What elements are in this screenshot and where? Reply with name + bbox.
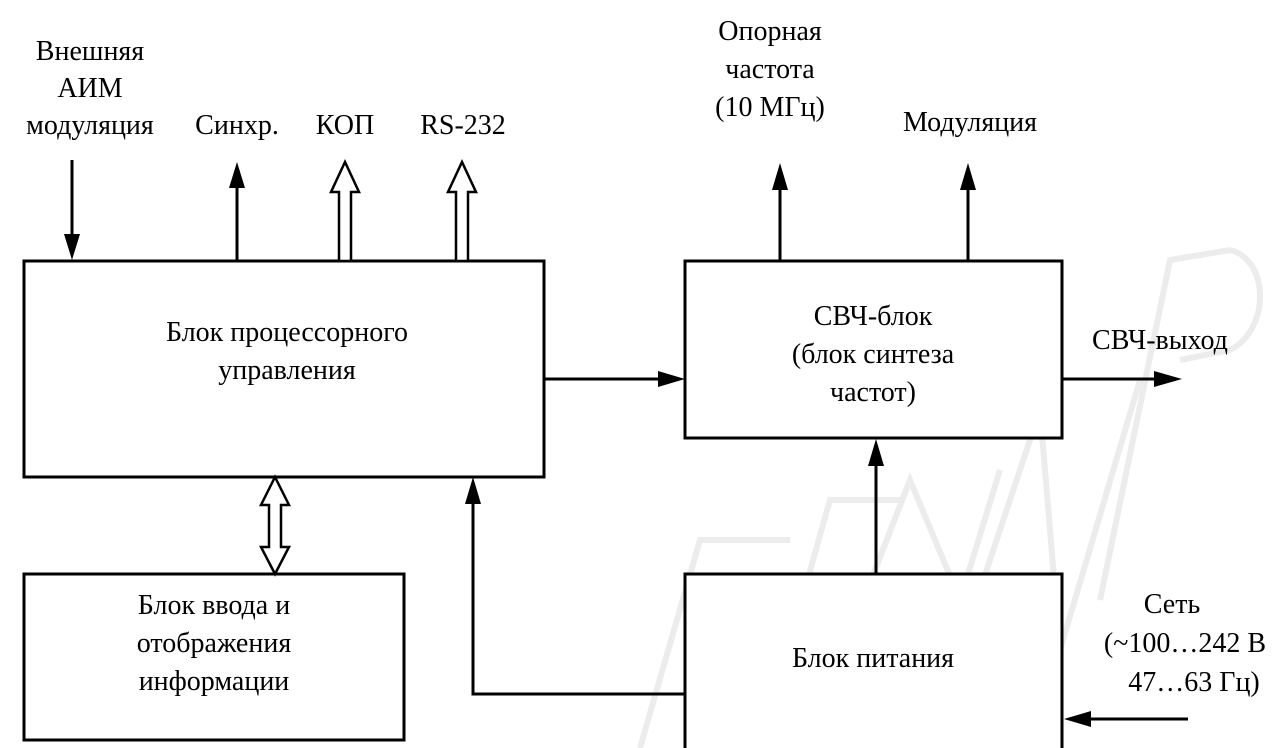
- microwave-block-label-line1: СВЧ-блок: [814, 301, 933, 332]
- ref-freq-label-line3: (10 МГц): [715, 92, 825, 123]
- microwave-block-label-line3: частот): [830, 377, 916, 408]
- microwave-output-label: СВЧ-выход: [1092, 325, 1228, 356]
- ext-am-modulation-label-line1: Внешняя: [36, 36, 145, 67]
- sync-output-arrow: [229, 162, 245, 261]
- ref-freq-label: Опорная частота (10 МГц): [715, 16, 825, 123]
- mains-label-line2: (~100…242 В: [1104, 628, 1266, 659]
- power-to-microwave-arrow: [868, 439, 884, 574]
- microwave-block-label: СВЧ-блок (блок синтеза частот): [792, 301, 955, 408]
- cpu-block: [22, 259, 546, 479]
- io-block-label-line3: информации: [139, 666, 290, 697]
- rs232-label: RS-232: [420, 110, 506, 141]
- ext-am-modulation-label-line2: АИМ: [57, 73, 122, 104]
- cpu-to-microwave-arrow: [544, 371, 685, 387]
- mains-label-line1: Сеть: [1144, 589, 1200, 620]
- kop-label: КОП: [316, 110, 374, 141]
- cpu-block-label: Блок процессорного управления: [166, 317, 408, 386]
- cpu-io-bus-arrow: [258, 474, 292, 577]
- mains-input-arrow: [1064, 711, 1188, 727]
- microwave-block: [683, 259, 1064, 440]
- mains-label: Сеть (~100…242 В 47…63 Гц): [1104, 589, 1266, 698]
- power-block-label-line1: Блок питания: [792, 643, 954, 674]
- ref-freq-label-line2: частота: [725, 54, 815, 85]
- ref-freq-output-arrow: [772, 163, 788, 261]
- power-block: [683, 572, 1064, 748]
- sync-label: Синхр.: [195, 110, 279, 141]
- cpu-block-label-line1: Блок процессорного: [166, 317, 408, 348]
- power-block-label: Блок питания: [792, 643, 954, 674]
- cpu-block-label-line2: управления: [218, 355, 356, 386]
- rs232-bus-arrow: [446, 159, 478, 263]
- mains-label-line3: 47…63 Гц): [1128, 667, 1260, 698]
- microwave-output-arrow: [1062, 371, 1182, 387]
- io-block: [22, 572, 406, 742]
- power-to-cpu-arrow: [465, 477, 685, 696]
- io-block-label-line2: отображения: [137, 628, 292, 659]
- io-block-label: Блок ввода и отображения информации: [137, 590, 292, 697]
- kop-bus-arrow: [329, 159, 361, 263]
- modulation-output-arrow: [960, 163, 976, 261]
- io-block-label-line1: Блок ввода и: [138, 590, 290, 621]
- microwave-block-label-line2: (блок синтеза: [792, 339, 955, 370]
- ext-am-modulation-label: Внешняя АИМ модуляция: [26, 36, 154, 141]
- ext-am-modulation-label-line3: модуляция: [26, 110, 154, 141]
- ref-freq-label-line1: Опорная: [718, 16, 822, 47]
- modulation-label: Модуляция: [903, 107, 1037, 138]
- ext-am-input-arrow: [64, 160, 80, 260]
